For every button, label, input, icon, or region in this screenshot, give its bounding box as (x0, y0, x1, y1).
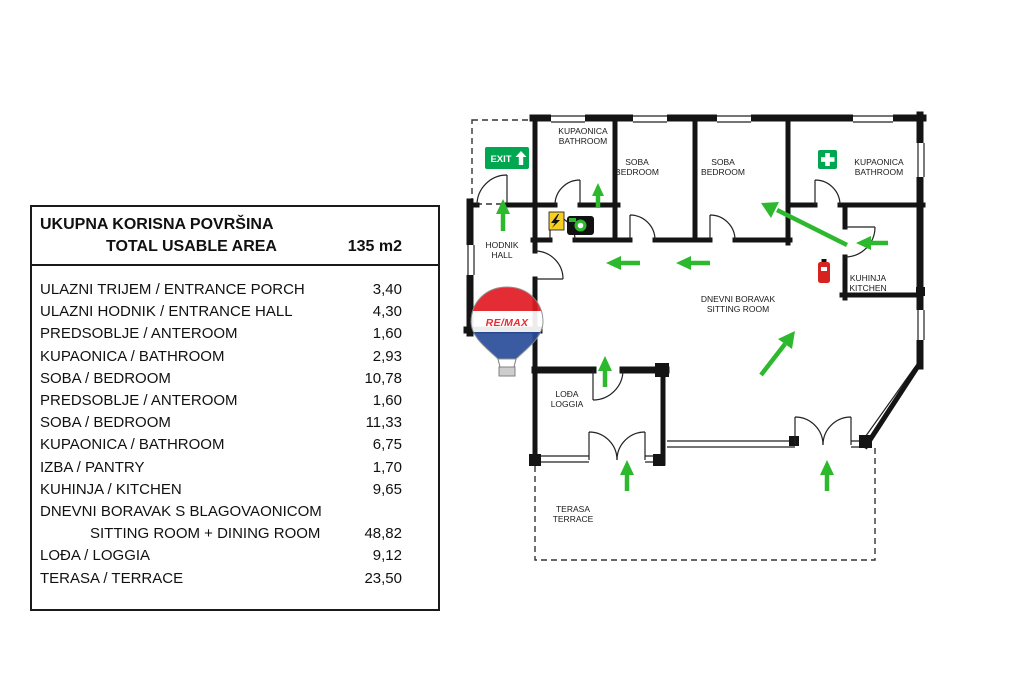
table-row: KUPAONICA / BATHROOM 6,75 (32, 434, 438, 456)
room-label-bathroom-2-en: BATHROOM (855, 167, 903, 177)
route-arrow-sitting-up-right (759, 331, 795, 377)
row-value: 3,40 (372, 281, 402, 298)
table-row: ULAZNI TRIJEM / ENTRANCE PORCH 3,40 (32, 279, 438, 301)
row-value: 23,50 (364, 569, 402, 587)
row-label: SOBA / BEDROOM (40, 414, 171, 432)
room-label-sitting-hr: DNEVNI BORAVAK (701, 294, 776, 304)
row-value: 1,60 (372, 392, 402, 410)
fire-extinguisher-icon (818, 259, 830, 283)
route-arrow-terrace-up-2 (820, 460, 834, 491)
row-value: 4,30 (372, 303, 402, 321)
row-label: ULAZNI TRIJEM / ENTRANCE PORCH (40, 281, 305, 298)
row-label: KUPAONICA / BATHROOM (40, 347, 225, 365)
window-left-1 (466, 245, 475, 275)
floorplan: EXIT (463, 111, 927, 561)
route-arrow-terrace-up-1 (620, 460, 634, 491)
row-label: KUHINJA / KITCHEN (40, 480, 182, 498)
room-label-bathroom-1-en: BATHROOM (559, 136, 607, 146)
row-value: 9,12 (372, 547, 402, 565)
row-value: 1,60 (372, 325, 402, 343)
route-arrow-kitchen-left (856, 236, 888, 250)
row-value: 48,82 (364, 525, 402, 543)
row-value: 1,70 (372, 458, 402, 476)
table-title-en: TOTAL USABLE AREA (106, 238, 277, 255)
route-arrow-loggia-up (598, 356, 612, 387)
row-label: LOĐA / LOGGIA (40, 547, 151, 565)
row-label: SITTING ROOM + DINING ROOM (90, 525, 321, 543)
row-label: ULAZNI HODNIK / ENTRANCE HALL (40, 303, 293, 321)
room-label-bathroom-2-hr: KUPAONICA (854, 157, 904, 167)
route-arrow-left-1 (606, 256, 640, 270)
room-label-kitchen-en: KITCHEN (849, 283, 886, 293)
room-label-bedroom-2-hr: SOBA (711, 157, 735, 167)
terrace-outline (534, 447, 876, 561)
room-label-loggia-en: LOGGIA (551, 399, 584, 409)
route-arrow-hall-up (496, 199, 510, 231)
window-top-1 (551, 114, 585, 123)
row-label: IZBA / PANTRY (40, 458, 145, 476)
row-label: SOBA / BEDROOM (40, 369, 171, 387)
row-label: PREDSOBLJE / ANTEROOM (40, 325, 238, 343)
table-row: ULAZNI HODNIK / ENTRANCE HALL 4,30 (32, 301, 438, 323)
room-label-hall-en: HALL (491, 250, 513, 260)
room-label-terrace-en: TERRACE (553, 514, 594, 524)
row-label: DNEVNI BORAVAK S BLAGOVAONICOM (40, 503, 322, 521)
camera-icon (567, 216, 594, 235)
row-value: 6,75 (372, 436, 402, 454)
remax-balloon-watermark: RE/MAX (470, 286, 544, 377)
room-label-bedroom-1-hr: SOBA (625, 157, 649, 167)
room-label-hall-hr: HODNIK (485, 240, 518, 250)
row-value: 11,33 (365, 414, 402, 432)
window-right-1 (916, 143, 925, 177)
exit-sign-label: EXIT (490, 154, 511, 165)
row-label: PREDSOBLJE / ANTEROOM (40, 392, 238, 410)
pillars (529, 287, 925, 466)
table-row: DNEVNI BORAVAK S BLAGOVAONICOM (32, 501, 438, 523)
room-labels: KUPAONICA BATHROOM SOBA BEDROOM SOBA BED… (485, 126, 904, 524)
table-row: KUHINJA / KITCHEN 9,65 (32, 479, 438, 501)
total-area-value: 135 m2 (347, 238, 402, 255)
table-row: PREDSOBLJE / ANTEROOM 1,60 (32, 390, 438, 412)
row-label: TERASA / TERRACE (40, 569, 184, 587)
floorplan-container: EXIT (455, 95, 935, 615)
route-arrow-sitting-diagonal (761, 202, 849, 248)
first-aid-icon (818, 150, 837, 169)
exit-sign: EXIT (485, 147, 529, 169)
table-row: SOBA / BEDROOM 11,33 (32, 412, 438, 434)
electrical-warning-icon (548, 211, 565, 231)
table-header: UKUPNA KORISNA POVRŠINA TOTAL USABLE ARE… (32, 207, 438, 266)
row-label: KUPAONICA / BATHROOM (40, 436, 225, 454)
room-label-terrace-hr: TERASA (556, 504, 590, 514)
table-row: LOĐA / LOGGIA 9,12 (32, 545, 438, 567)
table-title-hr: UKUPNA KORISNA POVRŠINA (40, 216, 274, 233)
room-label-kitchen-hr: KUHINJA (850, 273, 887, 283)
table-row: SITTING ROOM + DINING ROOM 48,82 (32, 523, 438, 545)
row-value: 10,78 (364, 369, 402, 387)
row-value: 9,65 (372, 480, 402, 498)
window-top-3 (717, 114, 751, 123)
route-arrow-anteroom-up (592, 183, 604, 207)
table-row: SOBA / BEDROOM 10,78 (32, 368, 438, 390)
table-row: KUPAONICA / BATHROOM 2,93 (32, 346, 438, 368)
usable-area-table: UKUPNA KORISNA POVRŠINA TOTAL USABLE ARE… (30, 205, 440, 611)
room-label-sitting-en: SITTING ROOM (707, 304, 769, 314)
row-value: 2,93 (372, 347, 402, 365)
window-top-2 (633, 114, 667, 123)
table-row: IZBA / PANTRY 1,70 (32, 457, 438, 479)
table-row: PREDSOBLJE / ANTEROOM 1,60 (32, 323, 438, 345)
route-arrow-left-2 (676, 256, 710, 270)
remax-brand-text: RE/MAX (486, 317, 529, 329)
room-label-bathroom-1-hr: KUPAONICA (558, 126, 608, 136)
table-row: TERASA / TERRACE 23,50 (32, 568, 438, 590)
room-label-bedroom-1-en: BEDROOM (615, 167, 659, 177)
room-label-loggia-hr: LOĐA (555, 389, 578, 399)
exit-arrow-icon (515, 151, 527, 165)
balloon-basket (498, 366, 516, 377)
window-right-2 (916, 310, 925, 340)
window-bands (535, 366, 916, 463)
window-top-4 (853, 114, 893, 123)
room-label-bedroom-2-en: BEDROOM (701, 167, 745, 177)
